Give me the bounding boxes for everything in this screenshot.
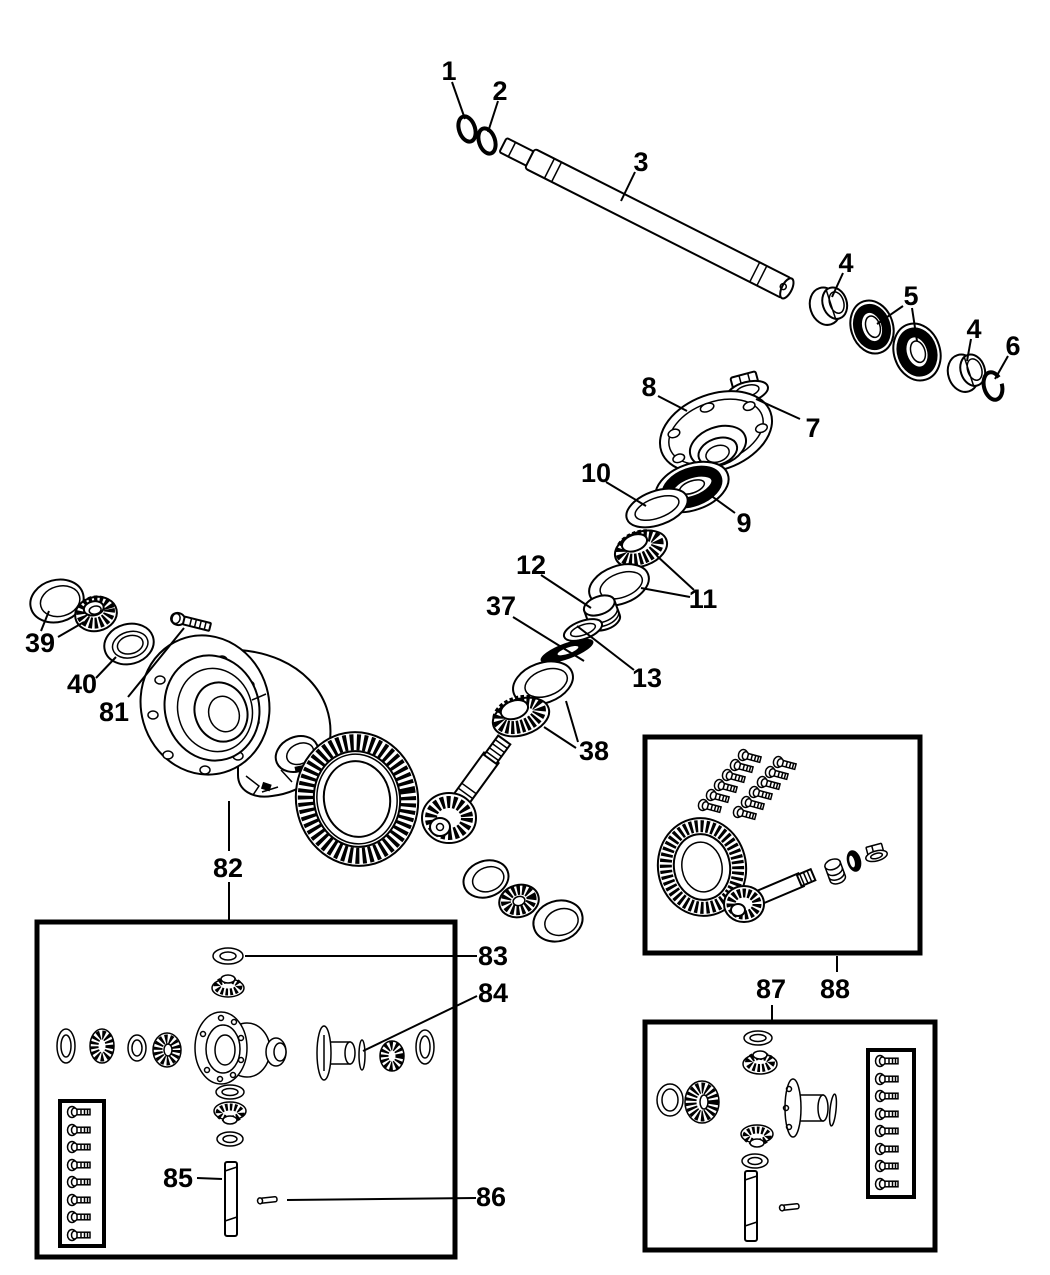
callout-85: 85	[163, 1163, 193, 1193]
roll-pin-86	[256, 1196, 278, 1205]
pinion-flange-8	[658, 390, 774, 474]
callout-84: 84	[478, 978, 508, 1008]
callout-7: 7	[805, 413, 820, 443]
callout-13: 13	[632, 663, 662, 693]
callout-10: 10	[581, 458, 611, 488]
callout-82: 82	[213, 853, 243, 883]
callout-38: 38	[579, 736, 609, 766]
bolt-81	[170, 611, 212, 632]
callout-9: 9	[736, 508, 751, 538]
kit-box-88	[642, 734, 923, 956]
kit-88-contents	[656, 747, 888, 923]
callout-11: 11	[689, 584, 718, 614]
kit-82-contents	[56, 947, 435, 1248]
bearing-11-cup	[588, 563, 650, 607]
callout-86: 86	[476, 1182, 506, 1212]
callout-6: 6	[1005, 331, 1020, 361]
callout-8: 8	[641, 372, 656, 402]
callout-2: 2	[492, 76, 507, 106]
callout-87: 87	[756, 974, 786, 1004]
pinion-shaft-85	[224, 1161, 238, 1237]
kit-box-82	[34, 919, 458, 1260]
seal-40	[103, 622, 155, 666]
callout-labels: 1 2 3 4 5 4 6 7 8 9 10 11 12 37 13 38 39…	[25, 56, 1021, 1212]
bearing-lower-cup	[532, 899, 584, 943]
seal-lower	[462, 859, 510, 899]
leader-lines	[40, 81, 1009, 1201]
bolt-kit-box-87	[866, 1048, 916, 1199]
callout-12: 12	[516, 550, 546, 580]
kit-87-contents	[656, 1030, 916, 1242]
callout-5: 5	[903, 281, 918, 311]
callout-81: 81	[99, 697, 129, 727]
callout-4b: 4	[966, 314, 981, 344]
callout-1: 1	[441, 56, 456, 86]
callout-39: 39	[25, 628, 55, 658]
callout-88: 88	[820, 974, 850, 1004]
bearing-11-cone	[613, 529, 669, 569]
bearing-39-cone	[74, 595, 118, 633]
callout-37: 37	[486, 591, 516, 621]
callout-3: 3	[633, 147, 648, 177]
bearing-4b	[946, 353, 987, 393]
bearing-39-cup	[29, 578, 85, 624]
bolt-kit-box-82	[58, 1099, 106, 1248]
ring-gear	[294, 731, 420, 867]
snap-ring-6	[981, 370, 1005, 402]
drive-pinion	[421, 734, 512, 844]
washer-10	[625, 487, 689, 529]
bearing-38-cup	[512, 660, 574, 706]
bearing-lower-cone	[498, 883, 540, 919]
kit-box-87	[642, 1019, 938, 1253]
differential-carrier	[139, 634, 332, 798]
snap-ring-2	[476, 126, 498, 156]
bearing-4a	[808, 286, 849, 326]
callout-4a: 4	[838, 248, 853, 278]
snap-ring-1	[456, 114, 478, 144]
callout-83: 83	[478, 941, 508, 971]
seal-5a	[849, 299, 895, 355]
bearing-38-cone	[491, 694, 551, 738]
seal-5b	[892, 322, 942, 382]
axle-shaft	[499, 137, 795, 300]
callout-40: 40	[67, 669, 97, 699]
